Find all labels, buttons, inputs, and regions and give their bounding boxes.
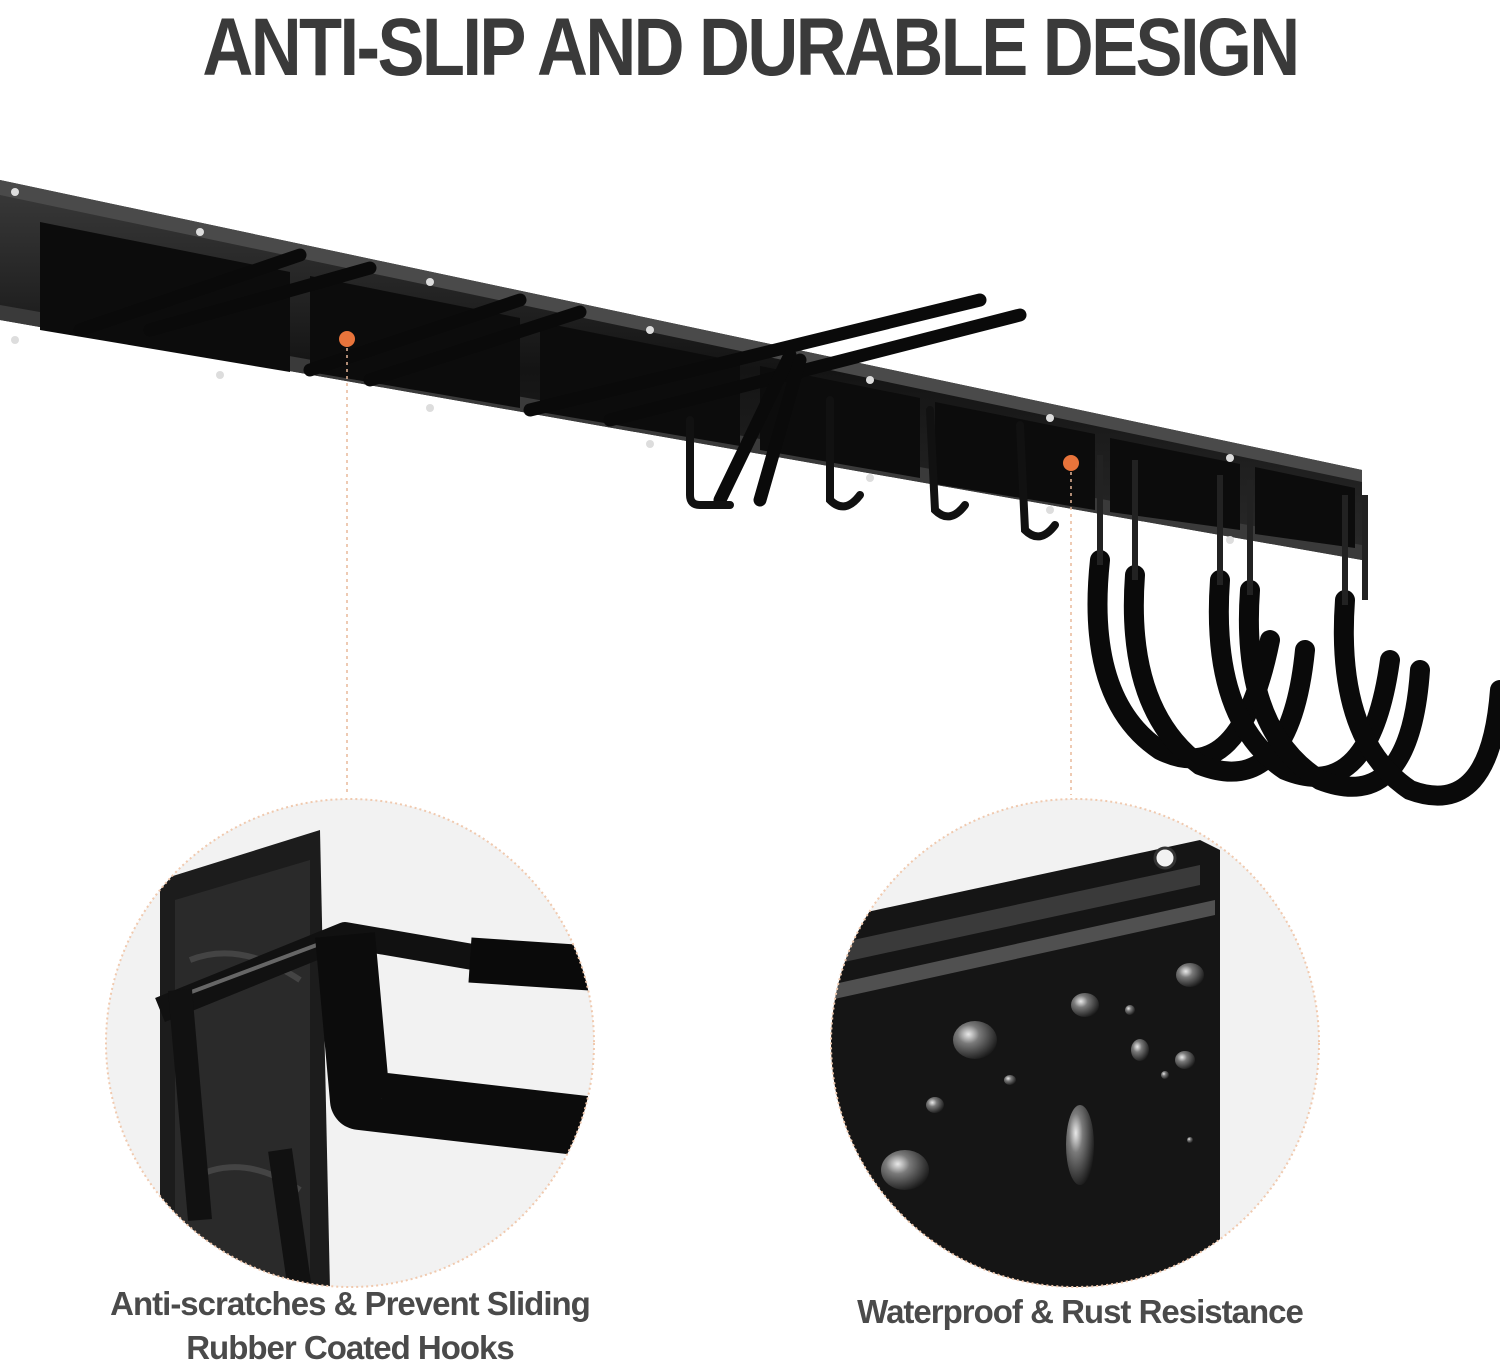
feature-caption-line: Rubber Coated Hooks [186, 1329, 515, 1366]
page-title: ANTI-SLIP AND DURABLE DESIGN [202, 2, 1300, 93]
feature-caption-line: Anti-scratches & Prevent Sliding [110, 1285, 591, 1322]
callout-markers [339, 331, 1079, 795]
feature-caption-anti-slip: Anti-scratches & Prevent Sliding Rubber … [70, 1282, 630, 1370]
hook-detail-zoom [105, 798, 595, 1288]
water-droplet-icon [881, 963, 1204, 1190]
hook-icon [73, 248, 1027, 507]
feature-caption-waterproof: Waterproof & Rust Resistance [810, 1290, 1350, 1334]
feature-caption-line: Waterproof & Rust Resistance [857, 1293, 1304, 1330]
rail-detail-zoom [830, 798, 1320, 1288]
